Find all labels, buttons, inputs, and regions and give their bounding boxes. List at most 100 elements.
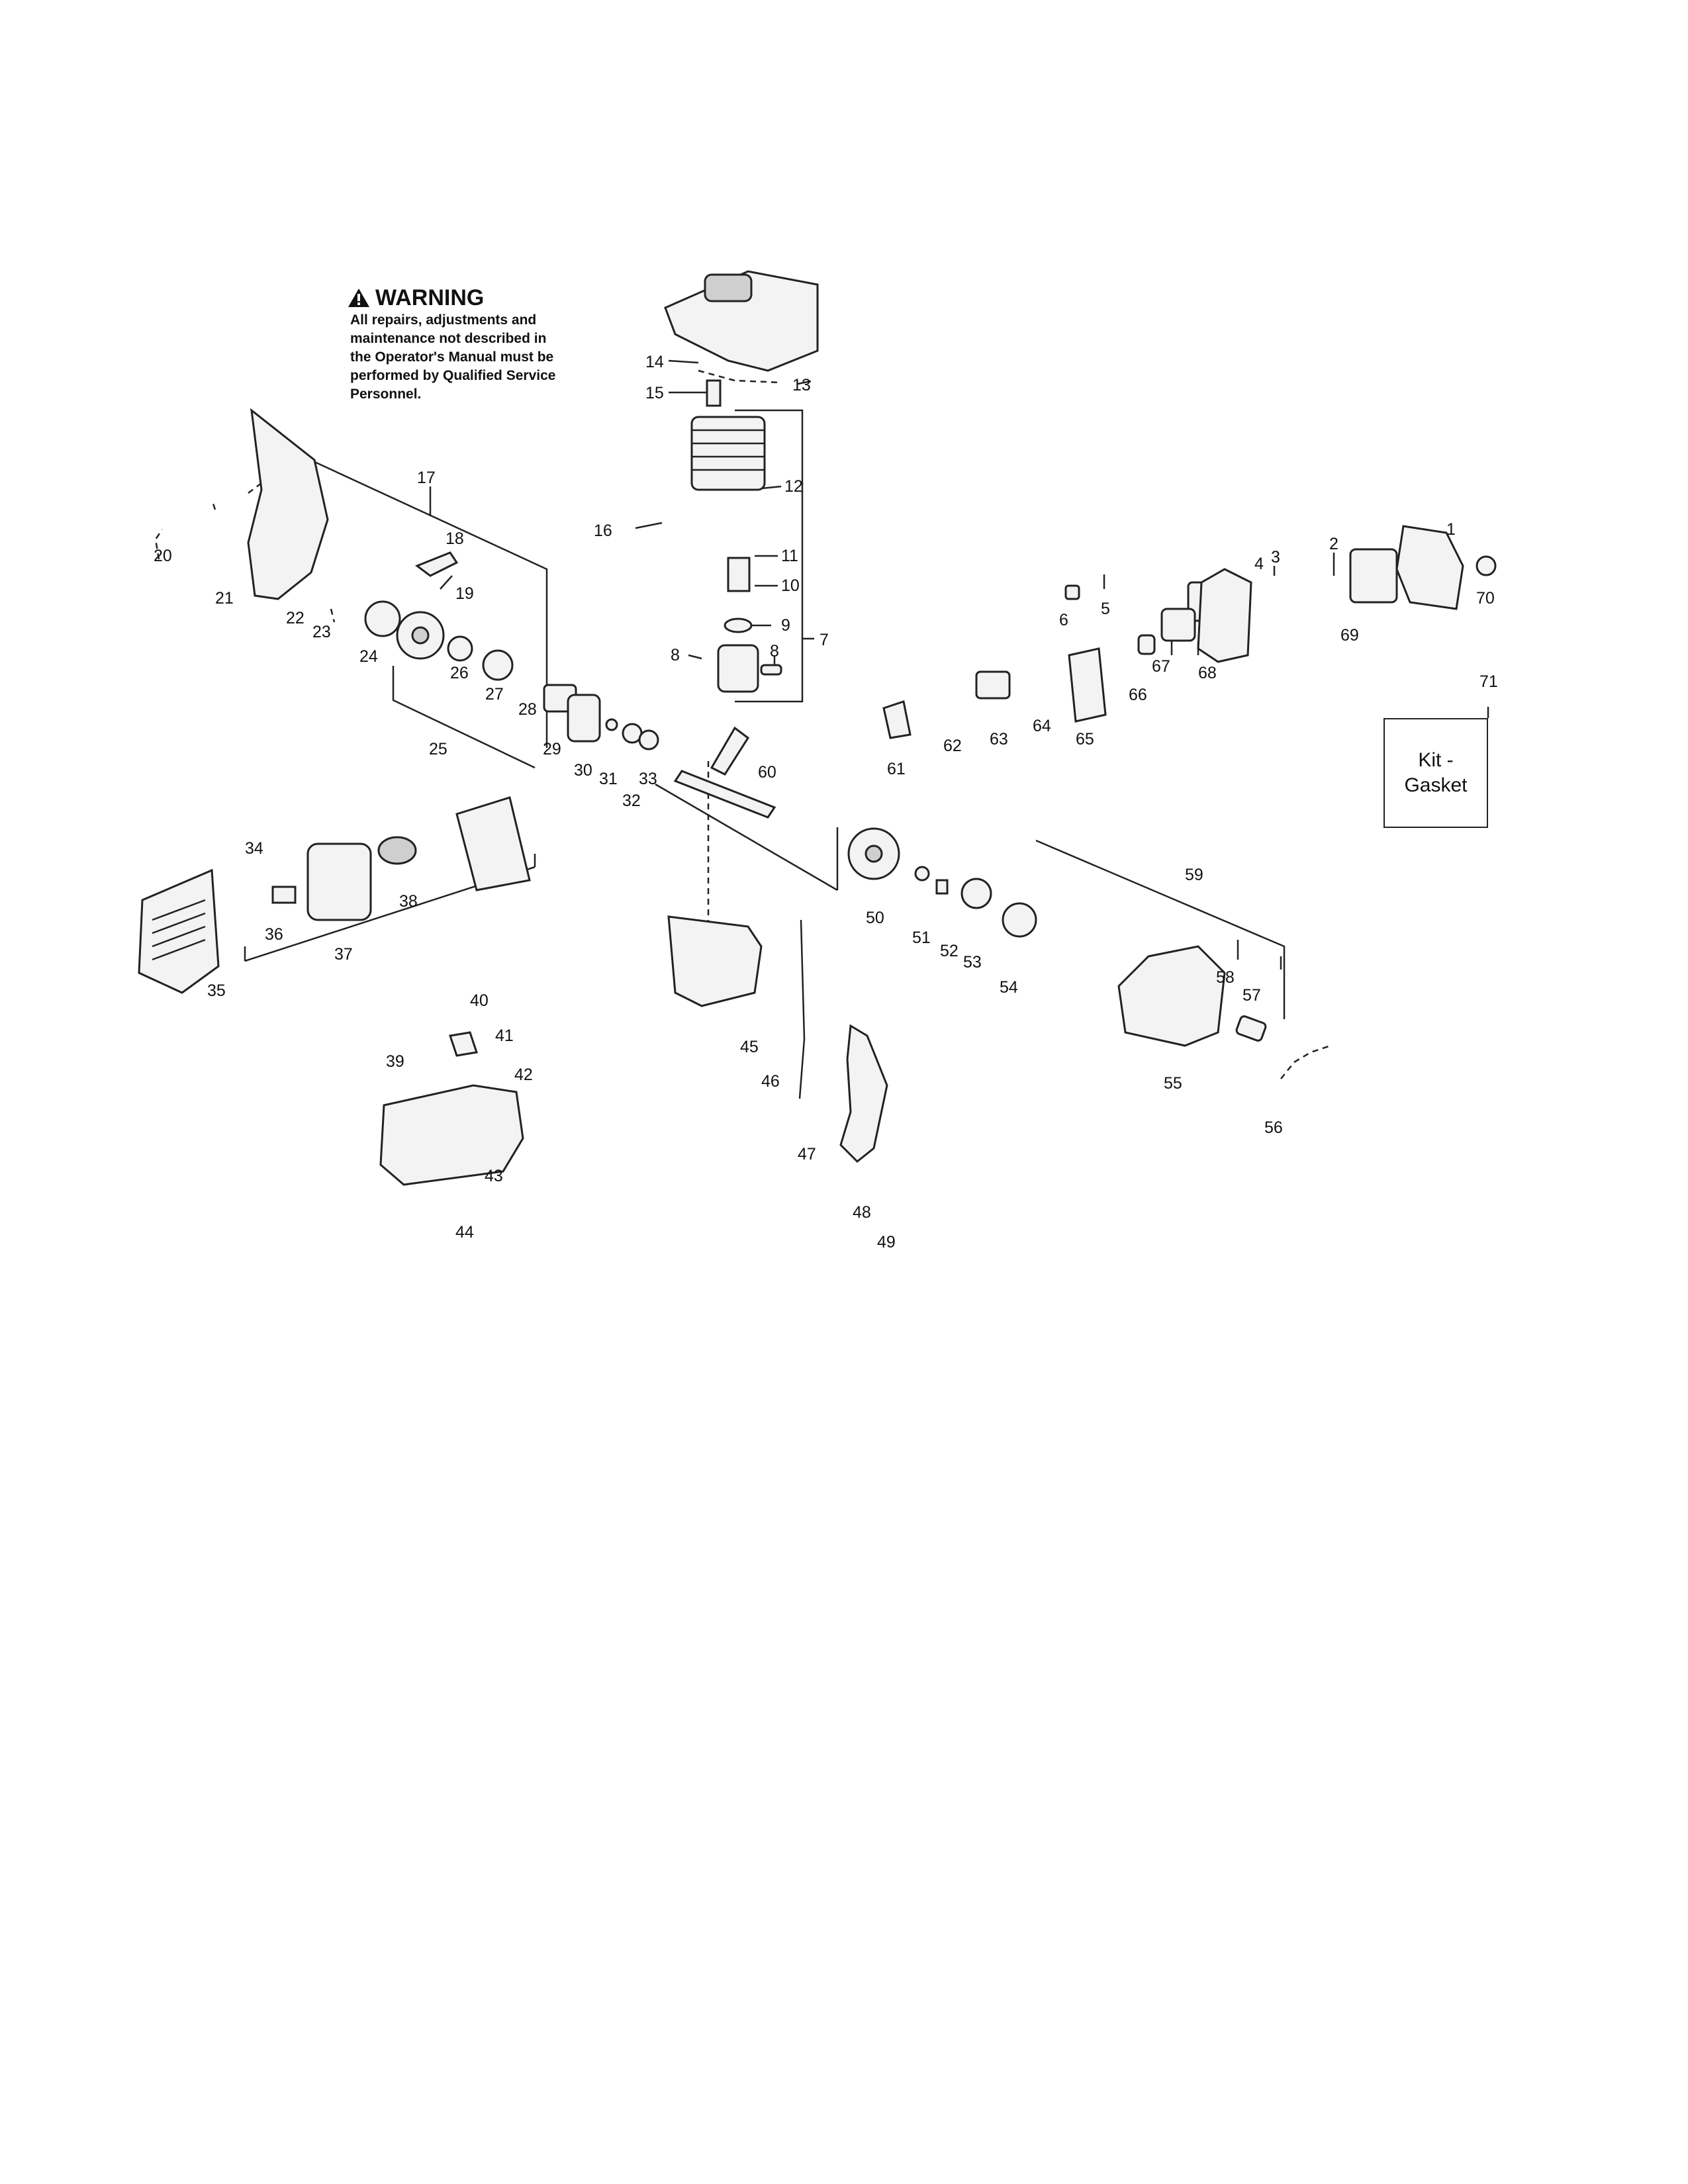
callout-47: 47 <box>798 1145 816 1163</box>
callout-25: 25 <box>429 740 447 758</box>
part-14-cylinder-cover <box>664 270 819 372</box>
part-68-carburetor <box>1160 608 1196 642</box>
callout-69: 69 <box>1340 626 1359 645</box>
part-12-cylinder <box>690 416 766 491</box>
callout-42: 42 <box>514 1066 533 1084</box>
callout-60: 60 <box>758 763 776 782</box>
part-63-block <box>975 670 1011 700</box>
part-66-clip <box>1137 634 1156 655</box>
callout-labels: 1 2 3 4 5 6 7 8 8 9 10 11 12 13 14 15 16… <box>154 353 1498 1251</box>
callout-32: 32 <box>622 792 641 810</box>
callout-23: 23 <box>312 623 331 641</box>
callout-67: 67 <box>1152 657 1170 676</box>
callout-13: 13 <box>792 376 811 394</box>
callout-14: 14 <box>645 353 664 371</box>
callout-70: 70 <box>1476 589 1495 608</box>
callout-17: 17 <box>417 469 436 487</box>
callout-3: 3 <box>1271 548 1280 567</box>
callout-19: 19 <box>455 584 474 603</box>
part-65-gasket <box>1068 647 1107 723</box>
part-57-tube <box>1235 1015 1267 1042</box>
callout-24: 24 <box>359 647 378 666</box>
callout-66: 66 <box>1129 686 1147 704</box>
callout-9: 9 <box>781 616 790 635</box>
warning-body: All repairs, adjustments and maintenance… <box>350 312 556 402</box>
callout-40: 40 <box>470 991 489 1010</box>
callout-8b: 8 <box>770 642 779 660</box>
part-59-clutch-housing <box>1117 945 1226 1047</box>
callout-62: 62 <box>943 737 962 755</box>
callout-41: 41 <box>495 1026 514 1045</box>
leader-lines <box>429 359 1441 970</box>
part-6-nut <box>1064 584 1080 600</box>
warning-title: WARNING <box>348 286 619 310</box>
callout-26: 26 <box>450 664 469 682</box>
callout-55: 55 <box>1164 1074 1182 1093</box>
part-60-crankshaft <box>673 770 776 819</box>
part-36-plate <box>271 886 297 904</box>
callout-28: 28 <box>518 700 537 719</box>
callout-21: 21 <box>215 589 234 608</box>
part-9-ring <box>724 617 753 633</box>
callout-49: 49 <box>877 1233 896 1251</box>
part-37-shield <box>455 796 531 891</box>
callout-16: 16 <box>594 522 612 540</box>
part-piston <box>717 644 759 693</box>
callout-52: 52 <box>940 942 959 960</box>
callout-43: 43 <box>485 1167 503 1185</box>
callout-6: 6 <box>1059 611 1068 629</box>
callout-22: 22 <box>286 609 305 627</box>
callout-44: 44 <box>455 1223 474 1242</box>
callout-39: 39 <box>386 1052 404 1071</box>
callout-65: 65 <box>1076 730 1094 749</box>
callout-18: 18 <box>445 529 464 548</box>
callout-29: 29 <box>543 740 561 758</box>
part-51-washer <box>914 866 930 882</box>
part-33-seal <box>638 729 659 751</box>
callout-57: 57 <box>1243 986 1261 1005</box>
warning-notice: WARNING All repairs, adjustments and mai… <box>348 286 619 404</box>
callout-10: 10 <box>781 576 800 595</box>
callout-50: 50 <box>866 909 884 927</box>
part-31-washer <box>605 718 618 731</box>
part-53-washer <box>961 878 992 909</box>
part-18-handle <box>414 551 459 577</box>
kit-gasket-box: Kit - Gasket <box>1383 718 1488 828</box>
callout-31: 31 <box>599 770 618 788</box>
callout-34: 34 <box>245 839 263 858</box>
callout-37: 37 <box>334 945 353 964</box>
callout-1: 1 <box>1446 520 1456 539</box>
part-26-spring <box>447 635 473 662</box>
callout-63: 63 <box>990 730 1008 749</box>
callout-5: 5 <box>1101 600 1110 618</box>
callout-51: 51 <box>912 929 931 947</box>
part-10-11-gasket <box>727 557 751 592</box>
part-22-recoil-housing <box>247 408 329 600</box>
part-shapes <box>138 270 1497 1186</box>
callout-33: 33 <box>639 770 657 788</box>
callout-53: 53 <box>963 953 982 972</box>
part-40-cap <box>449 1031 478 1057</box>
callout-61: 61 <box>887 760 906 778</box>
part-54-clutch <box>1002 902 1037 938</box>
part-1-air-cover <box>1395 525 1464 610</box>
callout-58: 58 <box>1216 968 1235 987</box>
part-46-crankcase <box>667 915 763 1007</box>
part-47-wire <box>798 919 806 1099</box>
callout-46: 46 <box>761 1072 780 1091</box>
part-61-spacer <box>882 700 912 739</box>
part-41-fuel-tank <box>379 1084 524 1186</box>
callout-56: 56 <box>1264 1118 1283 1137</box>
part-70-knob <box>1476 555 1497 576</box>
part-37-muffler <box>306 842 372 921</box>
warning-triangle-icon <box>348 289 369 307</box>
callout-30: 30 <box>574 761 592 780</box>
callout-12: 12 <box>784 477 803 496</box>
part-38-gasket <box>377 836 417 865</box>
callout-15: 15 <box>645 384 664 402</box>
callout-27: 27 <box>485 685 504 704</box>
callout-2: 2 <box>1329 535 1338 553</box>
callout-36: 36 <box>265 925 283 944</box>
part-15-spark-plug <box>706 379 722 407</box>
